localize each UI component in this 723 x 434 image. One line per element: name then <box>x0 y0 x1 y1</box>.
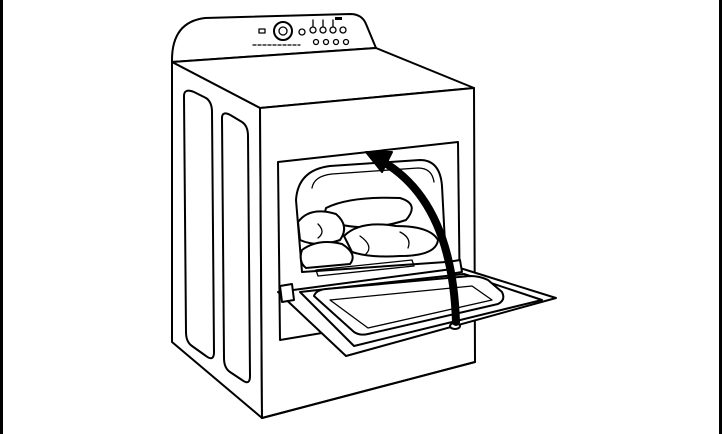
cycle-dial-icon <box>274 22 292 40</box>
door-hinge <box>280 284 294 302</box>
